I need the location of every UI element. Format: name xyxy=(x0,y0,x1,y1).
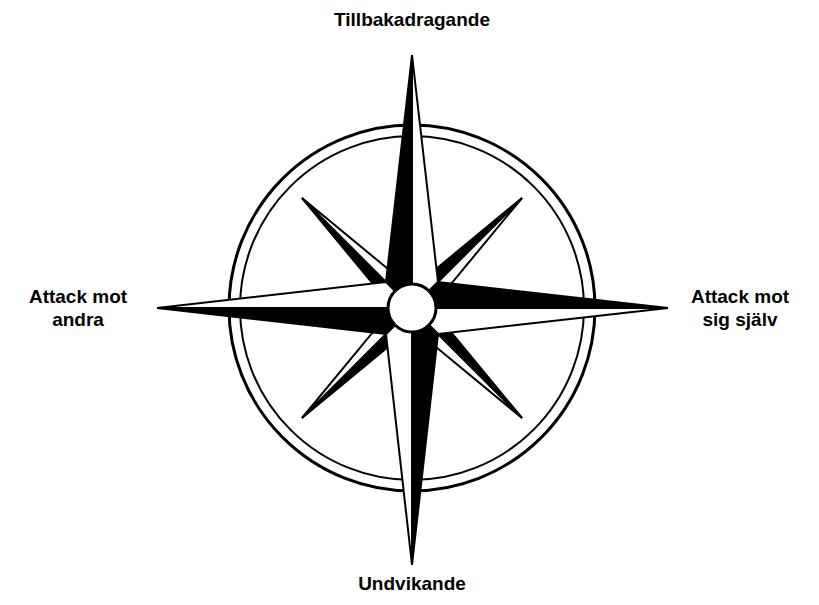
main-points xyxy=(157,55,668,565)
direction-label-box: Attack mot andra xyxy=(21,285,135,331)
direction-label-box: Attack mot sig själv xyxy=(683,285,797,331)
direction-label: Attack mot andra xyxy=(21,285,135,331)
direction-label-box: Undvikande xyxy=(282,572,542,595)
direction-label: Attack mot sig själv xyxy=(683,285,797,331)
direction-label: Undvikande xyxy=(358,572,466,595)
direction-label: Tillbakadragande xyxy=(334,8,490,31)
direction-label-box: Tillbakadragande xyxy=(282,8,542,31)
center-hub xyxy=(388,284,436,332)
